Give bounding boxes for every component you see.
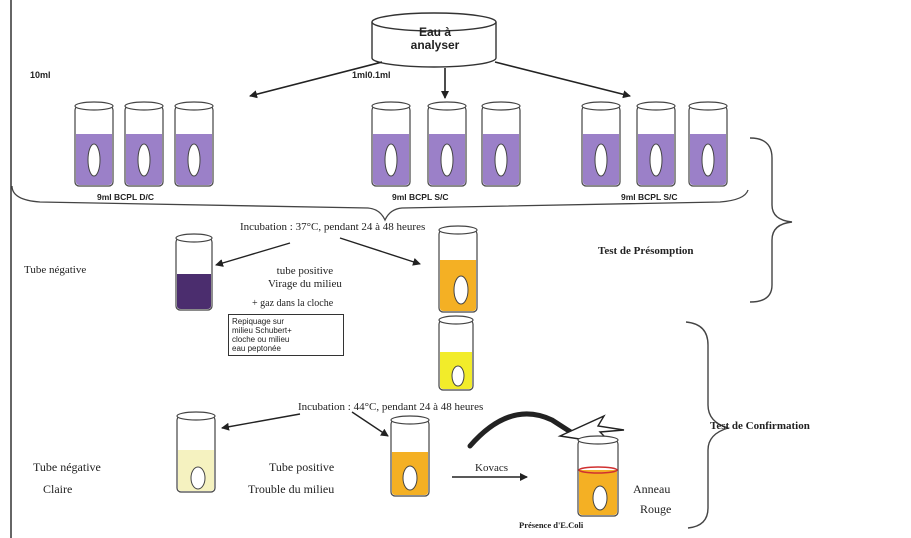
- test-tube-purple: [74, 101, 114, 187]
- test-tube-negative-clear: [176, 411, 216, 493]
- subculture-line: cloche ou milieu: [232, 335, 290, 344]
- curved-transfer-arrow: [467, 411, 583, 449]
- arrow-to-10ml: [249, 61, 383, 99]
- subculture-box: Repiquage sur milieu Schubert+ cloche ou…: [228, 314, 344, 356]
- tube-group-1ml: [371, 101, 521, 187]
- medium-label-center: 9ml BCPL S/C: [392, 192, 449, 202]
- test-tube-purple: [636, 101, 676, 187]
- source-label: Eau à analyser: [410, 26, 460, 52]
- volume-1ml-label: 1ml0.1ml: [352, 70, 391, 80]
- ring-label-line2: Rouge: [640, 502, 672, 516]
- test-presumption-label: Test de Présomption: [598, 245, 694, 257]
- tube-group-01ml: [581, 101, 728, 187]
- subculture-line: Repiquage sur: [232, 317, 285, 326]
- arrow-to-negative-1: [215, 242, 291, 267]
- turbidity-label: Trouble du milieu: [248, 482, 335, 496]
- volume-10ml-label: 10ml: [30, 70, 51, 80]
- water-source-container: [371, 12, 497, 68]
- presumption-positive-label: tube positive Virage du milieu: [268, 265, 342, 291]
- kovacs-label: Kovacs: [475, 462, 508, 474]
- presumption-brace: [749, 137, 793, 303]
- gas-bell-label: + gaz dans la cloche: [252, 298, 334, 309]
- test-tube-indole-positive: [577, 435, 619, 517]
- test-tube-subculture-yellow: [438, 315, 474, 391]
- test-tube-purple: [371, 101, 411, 187]
- source-line1: Eau à: [418, 25, 451, 39]
- test-confirmation-label: Test de Confirmation: [710, 420, 810, 432]
- test-tube-negative-dark: [175, 233, 213, 311]
- presence-ecoli-label: Présence d'E.Coli: [519, 520, 584, 530]
- test-tube-purple: [427, 101, 467, 187]
- incubation-1-label: Incubation : 37°C, pendant 24 à 48 heure…: [240, 221, 426, 233]
- incubation-2-label: Incubation : 44°C, pendant 24 à 48 heure…: [298, 401, 484, 413]
- confirmation-clear-label: Claire: [43, 482, 73, 496]
- arrow-to-01ml: [494, 61, 631, 99]
- horizontal-brace: [11, 185, 749, 222]
- test-tube-purple: [124, 101, 164, 187]
- arrow-to-negative-2: [221, 413, 301, 431]
- confirmation-positive-label: Tube positive: [269, 460, 335, 474]
- positive-line1: tube positive: [276, 265, 334, 277]
- test-tube-purple: [688, 101, 728, 187]
- ring-label-line1: Anneau: [633, 482, 671, 496]
- test-tube-purple: [174, 101, 214, 187]
- test-tube-purple: [581, 101, 621, 187]
- test-tube-purple: [481, 101, 521, 187]
- presumption-negative-label: Tube négative: [24, 264, 87, 276]
- test-tube-positive-yellow: [438, 225, 478, 313]
- positive-line2: Virage du milieu: [268, 278, 342, 290]
- tube-group-10ml: [74, 101, 214, 187]
- source-line2: analyser: [410, 38, 460, 52]
- subculture-line: eau peptonée: [232, 344, 281, 353]
- medium-label-left: 9ml BCPL D/C: [97, 192, 154, 202]
- confirmation-brace: [685, 321, 731, 529]
- arrow-to-positive-2: [351, 411, 389, 437]
- arrow-to-positive-1: [339, 237, 421, 266]
- subculture-line: milieu Schubert+: [232, 326, 292, 335]
- red-ring: [578, 466, 618, 474]
- test-tube-positive-turbid: [390, 415, 430, 497]
- confirmation-negative-label: Tube négative: [33, 460, 101, 474]
- medium-label-right: 9ml BCPL S/C: [621, 192, 678, 202]
